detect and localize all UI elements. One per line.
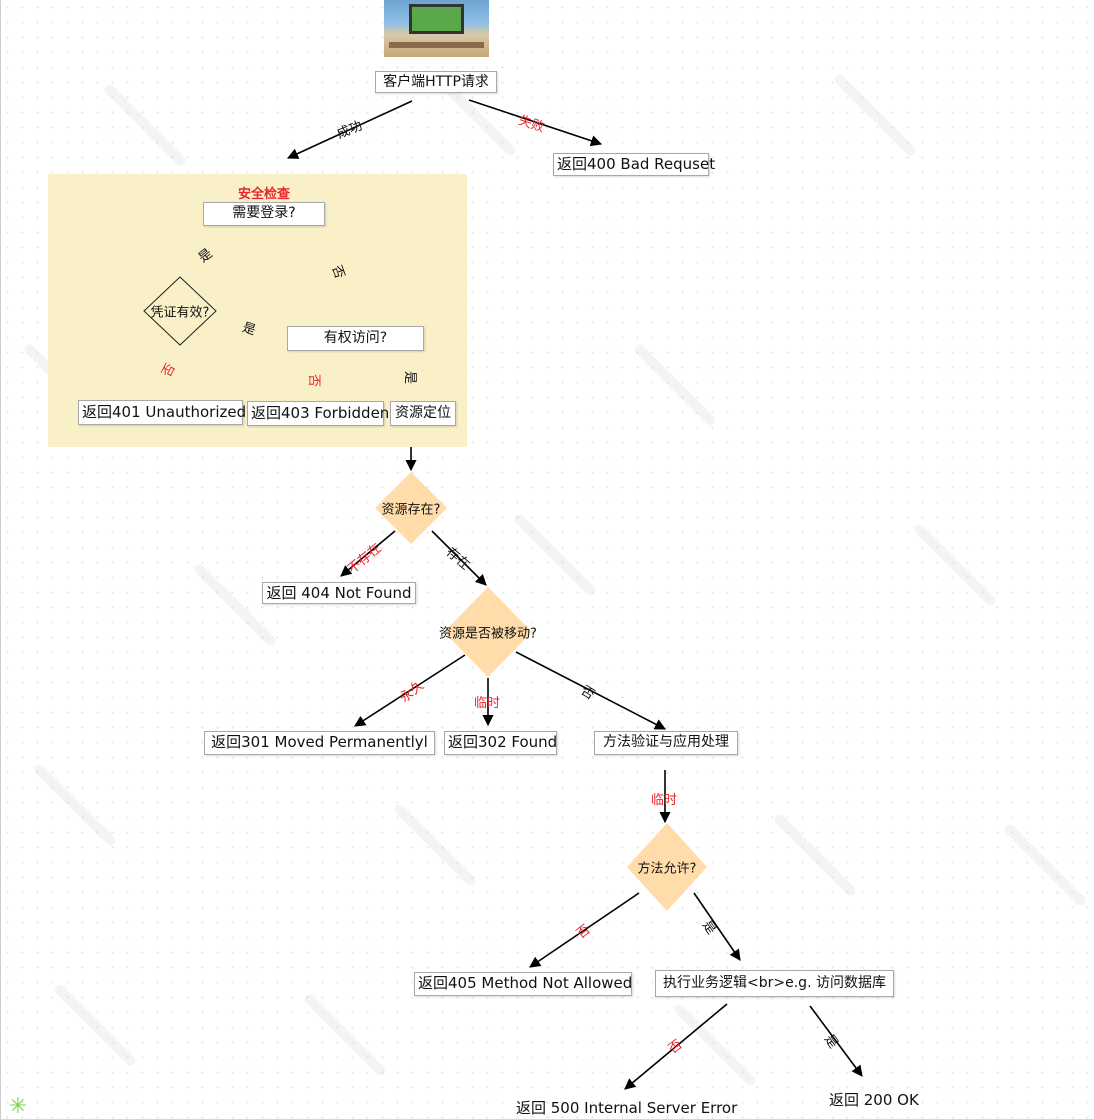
monitor-image	[409, 4, 464, 34]
node-405-method-not-allowed[interactable]: 返回405 Method Not Allowed	[414, 972, 632, 996]
node-credential-valid[interactable]: 凭证有效?	[143, 276, 217, 346]
edge-label-perm-no: 否	[306, 373, 322, 388]
node-resource-moved[interactable]: 资源是否被移动?	[439, 587, 537, 677]
node-403-forbidden[interactable]: 返回403 Forbidden	[247, 401, 389, 426]
node-method-handling[interactable]: 方法验证与应用处理	[594, 731, 738, 755]
node-execute-business-logic[interactable]: 执行业务逻辑<br>e.g. 访问数据库	[655, 970, 894, 997]
node-301-moved-permanently[interactable]: 返回301 Moved Permanentlyl	[204, 731, 435, 755]
method-allowed-label: 方法允许?	[637, 861, 697, 877]
resource-moved-label: 资源是否被移动?	[439, 626, 537, 642]
node-need-login[interactable]: 需要登录?	[203, 202, 325, 226]
edge-label-perm-yes: 是	[402, 370, 418, 385]
node-401-unauthorized[interactable]: 返回401 Unauthorized	[78, 400, 246, 425]
edge-moved-permanent	[354, 654, 466, 727]
app-corner-icon: ✳	[8, 1094, 28, 1119]
node-400-bad-request[interactable]: 返回400 Bad Requset	[553, 153, 715, 176]
edge-exec-yes	[809, 1005, 863, 1077]
edge-client-fail	[468, 99, 603, 147]
node-resource-exists[interactable]: 资源存在?	[375, 472, 447, 544]
node-has-permission[interactable]: 有权访问?	[287, 326, 424, 351]
node-resource-locate[interactable]: 资源定位	[390, 401, 456, 426]
credential-diamond-outline	[143, 276, 217, 346]
resource-exists-label: 资源存在?	[381, 502, 441, 518]
node-500-internal-server-error[interactable]: 返回 500 Internal Server Error	[516, 1099, 738, 1117]
node-client-request[interactable]: 客户端HTTP请求	[375, 71, 497, 93]
edge-label-temporary: 临时	[474, 696, 501, 711]
edge-moved-no	[515, 651, 666, 730]
node-404-not-found[interactable]: 返回 404 Not Found	[262, 582, 416, 604]
edge-exec-no	[624, 1003, 728, 1090]
office-desk-image	[384, 0, 489, 57]
node-200-ok[interactable]: 返回 200 OK	[829, 1091, 919, 1109]
security-check-title: 安全检查	[237, 187, 290, 202]
edge-exists-not	[340, 530, 396, 577]
edge-allowed-yes	[693, 892, 741, 961]
credential-valid-label: 凭证有效?	[150, 305, 210, 321]
edge-label-handle-temp: 临时	[651, 793, 678, 808]
edge-allowed-no	[529, 892, 640, 968]
node-302-found[interactable]: 返回302 Found	[444, 731, 557, 755]
node-method-allowed[interactable]: 方法允许?	[627, 823, 707, 911]
desk-image	[389, 42, 484, 48]
edge-exists-yes	[431, 530, 487, 586]
edge-client-success	[286, 100, 413, 159]
